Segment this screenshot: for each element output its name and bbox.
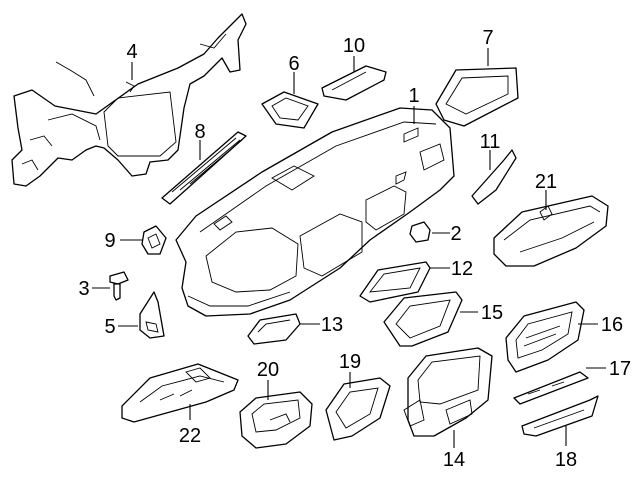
- part-3-screw: [109, 271, 129, 301]
- part-9-switch: [141, 225, 167, 255]
- callout-22: 22: [179, 425, 201, 447]
- callout-21: 21: [535, 171, 557, 193]
- callout-6: 6: [288, 53, 299, 75]
- callout-2: 2: [450, 223, 461, 245]
- callout-4: 4: [126, 41, 137, 63]
- part-11-side-panel: [471, 149, 517, 205]
- part-17-trim-strip: [513, 371, 589, 405]
- callout-8: 8: [194, 121, 205, 143]
- part-22-knee-panel: [121, 363, 239, 423]
- callout-12: 12: [451, 258, 473, 280]
- callout-labels: 4 1 6 10 7 8 11 21 2 9 3 12 5 13 15 16 1…: [78, 27, 631, 471]
- callout-1: 1: [408, 85, 419, 107]
- leader-lines: [92, 48, 606, 448]
- part-5-corner-trim: [139, 291, 165, 339]
- part-2-clip: [409, 221, 431, 243]
- callout-11: 11: [480, 131, 501, 153]
- part-1-instrument-panel: [175, 107, 455, 317]
- callout-16: 16: [601, 314, 623, 336]
- part-16-radio-bezel: [505, 301, 585, 373]
- part-4-crossmember: [11, 13, 247, 187]
- part-14-console-frame: [403, 347, 493, 437]
- callout-13: 13: [321, 314, 343, 336]
- callout-18: 18: [555, 449, 577, 471]
- part-21-lower-panel: [493, 195, 609, 267]
- part-10-trim: [321, 65, 387, 101]
- part-7-display-frame: [435, 67, 519, 127]
- callout-17: 17: [609, 358, 631, 380]
- callout-19: 19: [339, 351, 361, 373]
- callout-5: 5: [104, 316, 115, 338]
- callout-9: 9: [104, 230, 115, 252]
- part-6-bezel: [261, 91, 319, 129]
- part-15-bezel-frame: [383, 291, 463, 347]
- callout-7: 7: [482, 27, 493, 49]
- callout-20: 20: [257, 359, 279, 381]
- part-18-lower-trim: [521, 395, 599, 437]
- part-19-bracket: [325, 377, 391, 441]
- callout-3: 3: [78, 278, 89, 300]
- callout-10: 10: [343, 35, 365, 57]
- part-20-glove-box: [239, 391, 313, 449]
- part-13-panel: [247, 313, 301, 345]
- callout-15: 15: [481, 302, 503, 324]
- part-8-defroster-grille: [161, 131, 247, 205]
- callout-14: 14: [443, 449, 465, 471]
